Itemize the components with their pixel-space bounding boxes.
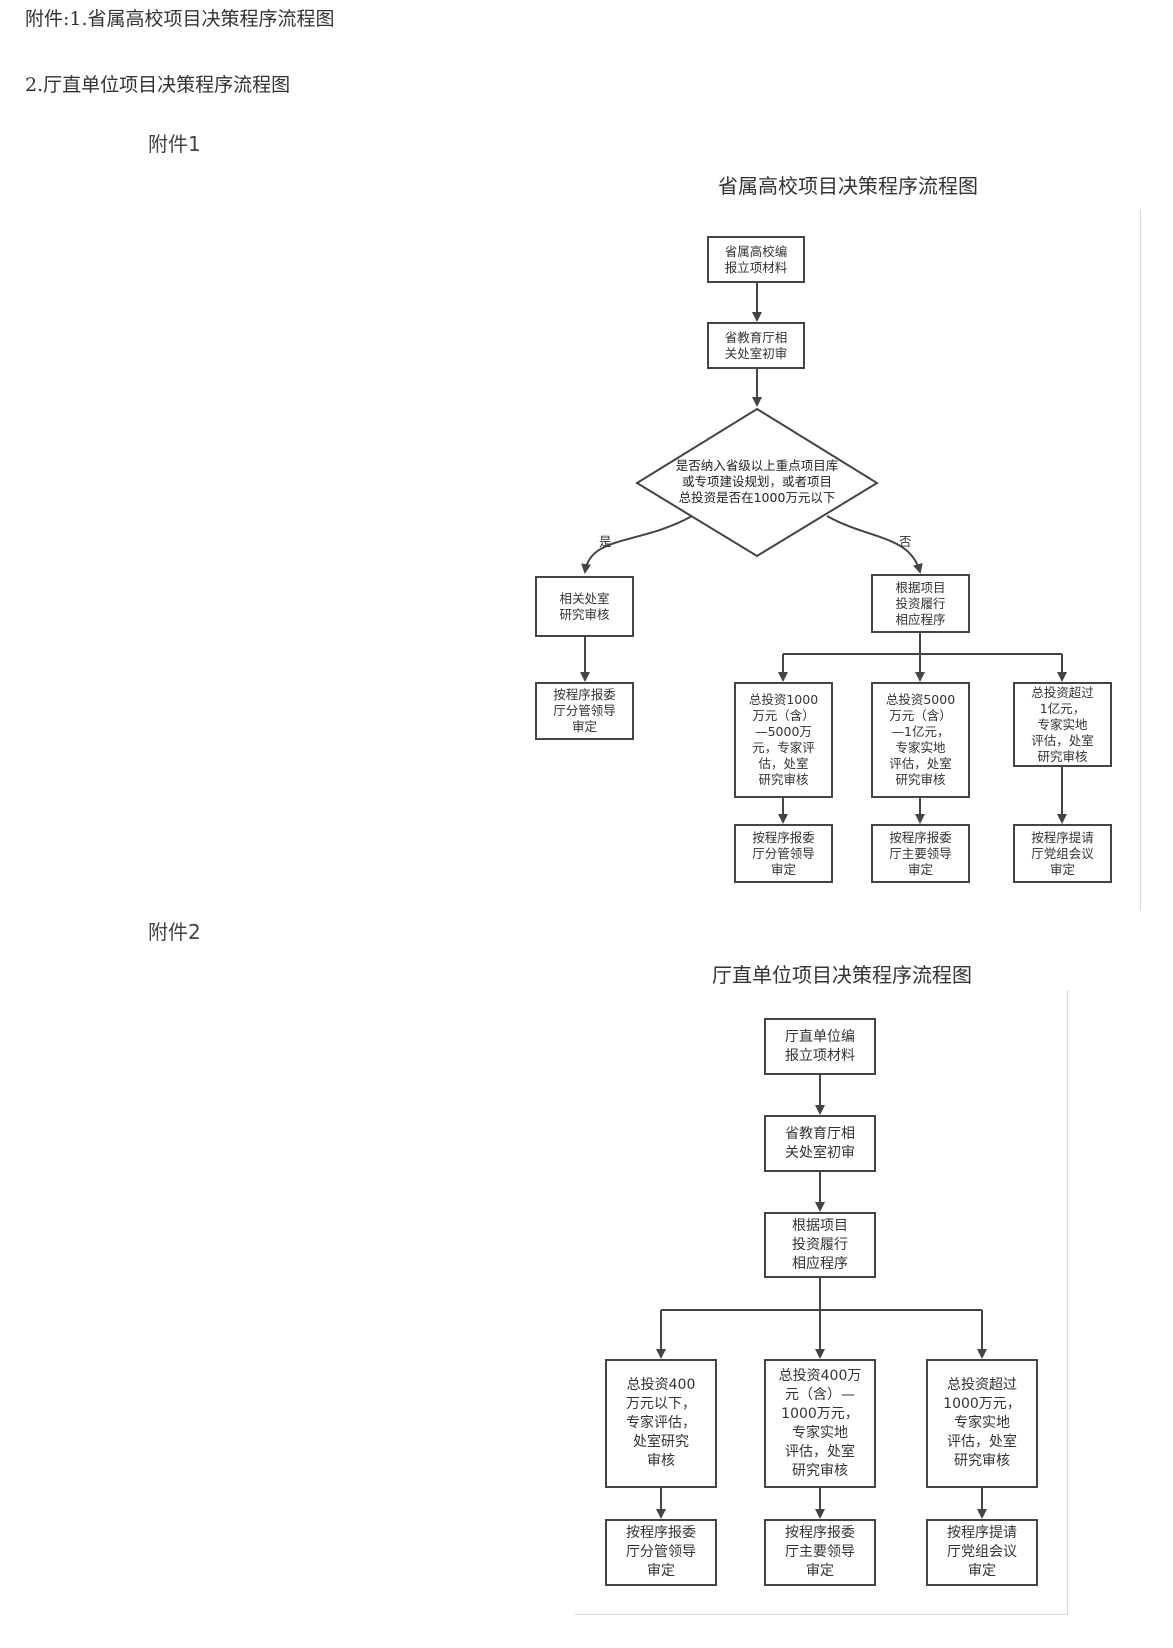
a2-review-node: 省教育厅相 关处室初审 — [764, 1115, 876, 1172]
a2-branch2-final: 按程序报委 厅主要领导 审定 — [764, 1519, 876, 1586]
a2-start-node: 厅直单位编 报立项材料 — [764, 1018, 876, 1075]
a1-branch3-condition: 总投资超过 1亿元， 专家实地 评估，处室 研究审核 — [1013, 682, 1112, 767]
annex2-title: 厅直单位项目决策程序流程图 — [712, 963, 972, 987]
a1-branch2-condition: 总投资5000 万元（含） —1亿元， 专家实地 评估，处室 研究审核 — [871, 682, 970, 798]
intro-line-1: 附件:1.省属高校项目决策程序流程图 — [25, 8, 335, 30]
a2-procedure-node: 根据项目 投资履行 相应程序 — [764, 1212, 876, 1278]
annex2-label: 附件2 — [148, 920, 201, 944]
annex1-panel-edge — [1140, 210, 1141, 910]
a1-yes-label: 是 — [599, 534, 612, 549]
a1-no-label: 否 — [899, 534, 912, 549]
a1-branch1-condition: 总投资1000 万元（含） —5000万 元，专家评 估，处室 研究审核 — [734, 682, 833, 798]
a2-branch3-final: 按程序提请 厅党组会议 审定 — [926, 1519, 1038, 1586]
a1-branch1-final: 按程序报委 厅分管领导 审定 — [734, 824, 833, 883]
intro-line-2: 2.厅直单位项目决策程序流程图 — [25, 74, 291, 96]
annex1-title: 省属高校项目决策程序流程图 — [718, 174, 978, 198]
a1-start-node: 省属高校编 报立项材料 — [707, 236, 805, 283]
a1-review-node: 省教育厅相 关处室初审 — [707, 322, 805, 369]
annex1-label: 附件1 — [148, 132, 201, 156]
a1-yes-final-node: 按程序报委 厅分管领导 审定 — [535, 682, 634, 740]
a2-branch3-condition: 总投资超过 1000万元， 专家实地 评估，处室 研究审核 — [926, 1359, 1038, 1488]
annex2-panel-bottom — [575, 1614, 1068, 1615]
a1-branch2-final: 按程序报委 厅主要领导 审定 — [871, 824, 970, 883]
annex2-panel-edge — [1067, 990, 1068, 1615]
a1-decision-text: 是否纳入省级以上重点项目库 或专项建设规划，或者项目 总投资是否在1000万元以… — [675, 458, 839, 505]
a1-yes-node: 相关处室 研究审核 — [535, 576, 634, 637]
a2-branch1-final: 按程序报委 厅分管领导 审定 — [605, 1519, 717, 1586]
a1-branch3-final: 按程序提请 厅党组会议 审定 — [1013, 824, 1112, 883]
a2-branch2-condition: 总投资400万 元（含）— 1000万元， 专家实地 评估，处室 研究审核 — [764, 1359, 876, 1488]
a2-branch1-condition: 总投资400 万元以下， 专家评估， 处室研究 审核 — [605, 1359, 717, 1488]
a1-no-node: 根据项目 投资履行 相应程序 — [871, 574, 970, 633]
